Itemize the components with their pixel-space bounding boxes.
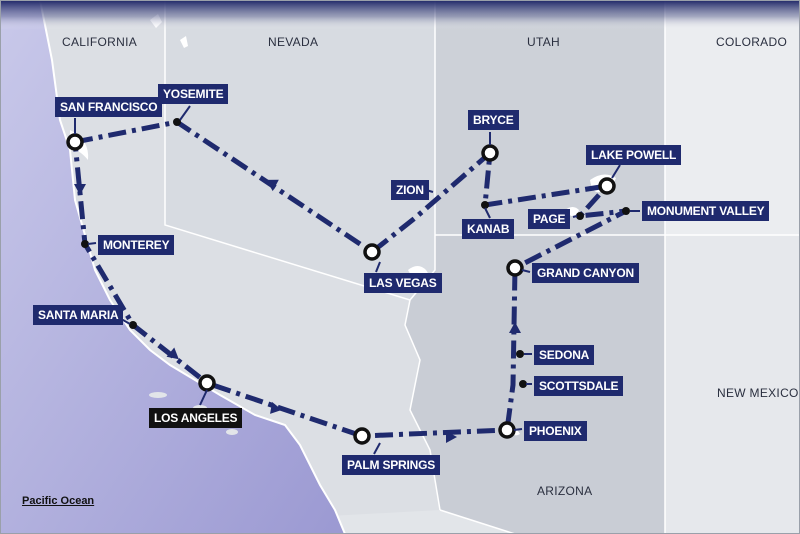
stop-dot-monterey	[81, 240, 89, 248]
stop-ring-lake-powell	[598, 177, 616, 195]
stop-ring-los-angeles	[198, 374, 216, 392]
label-lake-powell: LAKE POWELL	[586, 145, 682, 165]
colorado-region	[665, 0, 800, 235]
top-banner	[0, 0, 800, 30]
minor-stops	[81, 118, 630, 388]
state-label-utah: UTAH	[527, 35, 560, 49]
label-santa-maria: SANTA MARIA	[33, 305, 124, 325]
stop-ring-las-vegas	[363, 243, 381, 261]
stop-dot-scottsdale	[519, 380, 527, 388]
stop-dot-page	[576, 212, 584, 220]
label-monterey: MONTEREY	[98, 235, 175, 255]
label-kanab: KANAB	[462, 219, 515, 239]
state-label-california: CALIFORNIA	[62, 35, 138, 49]
stop-ring-palm-springs	[353, 427, 371, 445]
label-monument-valley: MONUMENT VALLEY	[642, 201, 770, 221]
major-stops	[66, 133, 616, 445]
stop-ring-san-francisco	[66, 133, 84, 151]
label-page: PAGE	[528, 209, 571, 229]
label-grand-canyon: GRAND CANYON	[532, 263, 639, 283]
stop-ring-bryce	[481, 144, 499, 162]
stop-dot-santa-maria	[129, 321, 137, 329]
label-sedona: SEDONA	[534, 345, 595, 365]
label-zion: ZION	[391, 180, 429, 200]
nevada-region	[165, 0, 435, 300]
stop-ring-grand-canyon	[506, 259, 524, 277]
state-label-arizona: ARIZONA	[537, 484, 593, 498]
state-borders	[164, 0, 411, 301]
pacific-ocean	[0, 0, 345, 534]
stop-dot-sedona	[516, 350, 524, 358]
state-label-nevada: NEVADA	[268, 35, 319, 49]
label-phoenix: PHOENIX	[524, 421, 587, 441]
new-mexico-region	[665, 235, 800, 534]
stop-dot-yosemite	[173, 118, 181, 126]
label-yosemite: YOSEMITE	[158, 84, 229, 104]
stop-dot-kanab	[481, 201, 489, 209]
state-label-colorado: COLORADO	[716, 35, 788, 49]
label-san-francisco: SAN FRANCISCO	[55, 97, 163, 117]
ocean-label: Pacific Ocean	[22, 495, 95, 507]
label-bryce: BRYCE	[468, 110, 519, 130]
label-scottsdale: SCOTTSDALE	[534, 376, 624, 396]
label-las-vegas: LAS VEGAS	[364, 273, 442, 293]
direction-arrows	[74, 179, 521, 443]
stop-ring-phoenix	[498, 421, 516, 439]
state-label-new-mexico: NEW MEXICO	[717, 386, 799, 400]
stop-dot-monument-valley	[622, 207, 630, 215]
label-los-angeles: LOS ANGELES	[149, 408, 243, 428]
label-palm-springs: PALM SPRINGS	[342, 455, 441, 475]
